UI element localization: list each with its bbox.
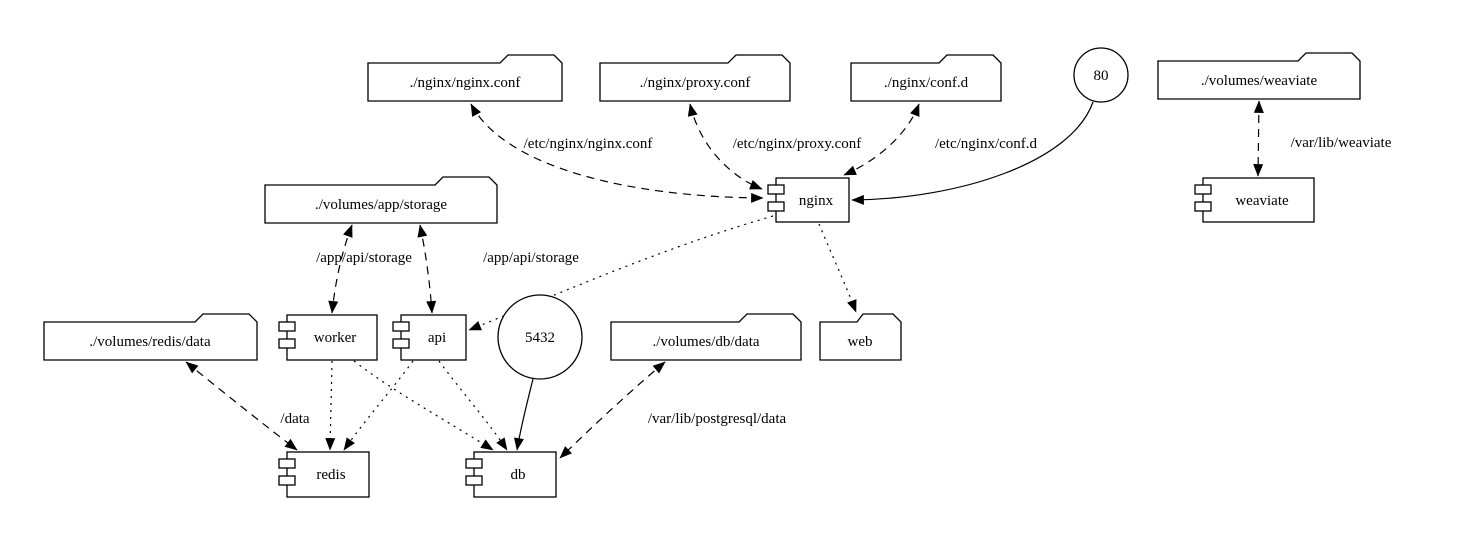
edge-volumes-db-data-db	[559, 361, 666, 459]
edges-layer	[185, 100, 1264, 459]
edge-volumes-app-storage-api	[417, 224, 437, 314]
node-db: db	[465, 451, 557, 498]
node-nginx-conf-file: ./nginx/nginx.conf	[367, 54, 563, 102]
node-label: 80	[1094, 68, 1109, 84]
node-label: weaviate	[1235, 193, 1289, 209]
folder-icon	[43, 313, 258, 361]
edge-label-etc-proxy-conf: /etc/nginx/proxy.conf	[733, 136, 862, 152]
folder-icon	[1157, 52, 1361, 100]
component-icon	[400, 314, 467, 361]
node-volumes-redis-data: ./volumes/redis/data	[43, 313, 258, 361]
edge-label-data: /data	[280, 411, 309, 427]
port-circle-icon	[497, 294, 583, 380]
edge-port-5432-db	[514, 378, 534, 451]
node-label: ./nginx/nginx.conf	[410, 75, 521, 91]
node-nginx: nginx	[767, 177, 850, 223]
component-tab-icon	[278, 321, 296, 332]
component-tab-icon	[1194, 201, 1212, 212]
node-label: ./volumes/redis/data	[89, 334, 211, 350]
edge-worker-redis	[325, 360, 336, 451]
edge-labels-layer: /etc/nginx/nginx.conf /etc/nginx/proxy.c…	[280, 135, 1391, 427]
component-icon	[286, 314, 378, 361]
component-tab-icon	[392, 338, 410, 349]
edge-label-var-lib-weaviate: /var/lib/weaviate	[1291, 135, 1392, 151]
edge-nginx-web	[818, 223, 857, 313]
edge-api-redis	[343, 360, 414, 451]
edge-label-etc-conf-d: /etc/nginx/conf.d	[935, 136, 1038, 152]
node-web: web	[819, 313, 902, 361]
node-proxy-conf-file: ./nginx/proxy.conf	[599, 54, 791, 102]
node-label: api	[428, 330, 446, 346]
node-redis: redis	[278, 451, 370, 498]
nodes-layer: ./nginx/nginx.conf ./nginx/proxy.conf ./…	[43, 47, 1361, 498]
node-volumes-weaviate: ./volumes/weaviate	[1157, 52, 1361, 100]
node-label: worker	[314, 330, 356, 346]
component-tab-icon	[1194, 184, 1212, 195]
component-icon	[473, 451, 557, 498]
node-label: ./volumes/app/storage	[315, 197, 447, 213]
node-volumes-app-storage: ./volumes/app/storage	[264, 176, 498, 224]
node-label: redis	[316, 467, 345, 483]
node-volumes-db-data: ./volumes/db/data	[610, 313, 802, 361]
edge-api-db	[438, 360, 508, 451]
node-port-80: 80	[1073, 47, 1129, 103]
component-tab-icon	[278, 338, 296, 349]
edge-worker-db	[353, 360, 494, 451]
folder-icon	[610, 313, 802, 361]
node-label: nginx	[799, 193, 834, 209]
node-worker: worker	[278, 314, 378, 361]
edge-volumes-redis-data-redis	[185, 361, 298, 451]
component-tab-icon	[278, 458, 296, 469]
node-label: 5432	[525, 330, 555, 346]
folder-icon	[819, 313, 902, 361]
node-port-5432: 5432	[497, 294, 583, 380]
edge-label-app-storage-api: /app/api/storage	[483, 250, 579, 266]
node-label: ./nginx/proxy.conf	[640, 75, 751, 91]
component-tab-icon	[465, 475, 483, 486]
node-weaviate: weaviate	[1194, 177, 1315, 223]
folder-icon	[850, 54, 1002, 102]
folder-icon	[264, 176, 498, 224]
edge-volumes-weaviate-weaviate	[1253, 100, 1264, 177]
component-icon	[286, 451, 370, 498]
edge-volumes-app-storage-worker	[328, 224, 353, 314]
node-label: ./volumes/weaviate	[1201, 73, 1318, 89]
component-tab-icon	[278, 475, 296, 486]
folder-icon	[367, 54, 563, 102]
edge-label-var-lib-postgresql: /var/lib/postgresql/data	[648, 411, 787, 427]
edge-proxy-conf-file-nginx	[687, 103, 763, 190]
component-tab-icon	[767, 201, 785, 212]
edge-port-80-nginx	[851, 101, 1094, 205]
component-icon	[1202, 177, 1315, 223]
node-api: api	[392, 314, 467, 361]
edge-label-etc-nginx-conf: /etc/nginx/nginx.conf	[524, 136, 653, 152]
port-circle-icon	[1073, 47, 1129, 103]
component-tab-icon	[392, 321, 410, 332]
node-label: web	[848, 334, 873, 350]
node-label: ./nginx/conf.d	[884, 75, 969, 91]
folder-icon	[599, 54, 791, 102]
component-icon	[775, 177, 850, 223]
node-label: db	[511, 467, 526, 483]
edge-label-app-storage-worker: /app/api/storage	[316, 250, 412, 266]
node-conf-d-dir: ./nginx/conf.d	[850, 54, 1002, 102]
component-tab-icon	[465, 458, 483, 469]
component-tab-icon	[767, 184, 785, 195]
node-label: ./volumes/db/data	[652, 334, 759, 350]
edge-nginx-conf-file-nginx	[470, 103, 764, 203]
